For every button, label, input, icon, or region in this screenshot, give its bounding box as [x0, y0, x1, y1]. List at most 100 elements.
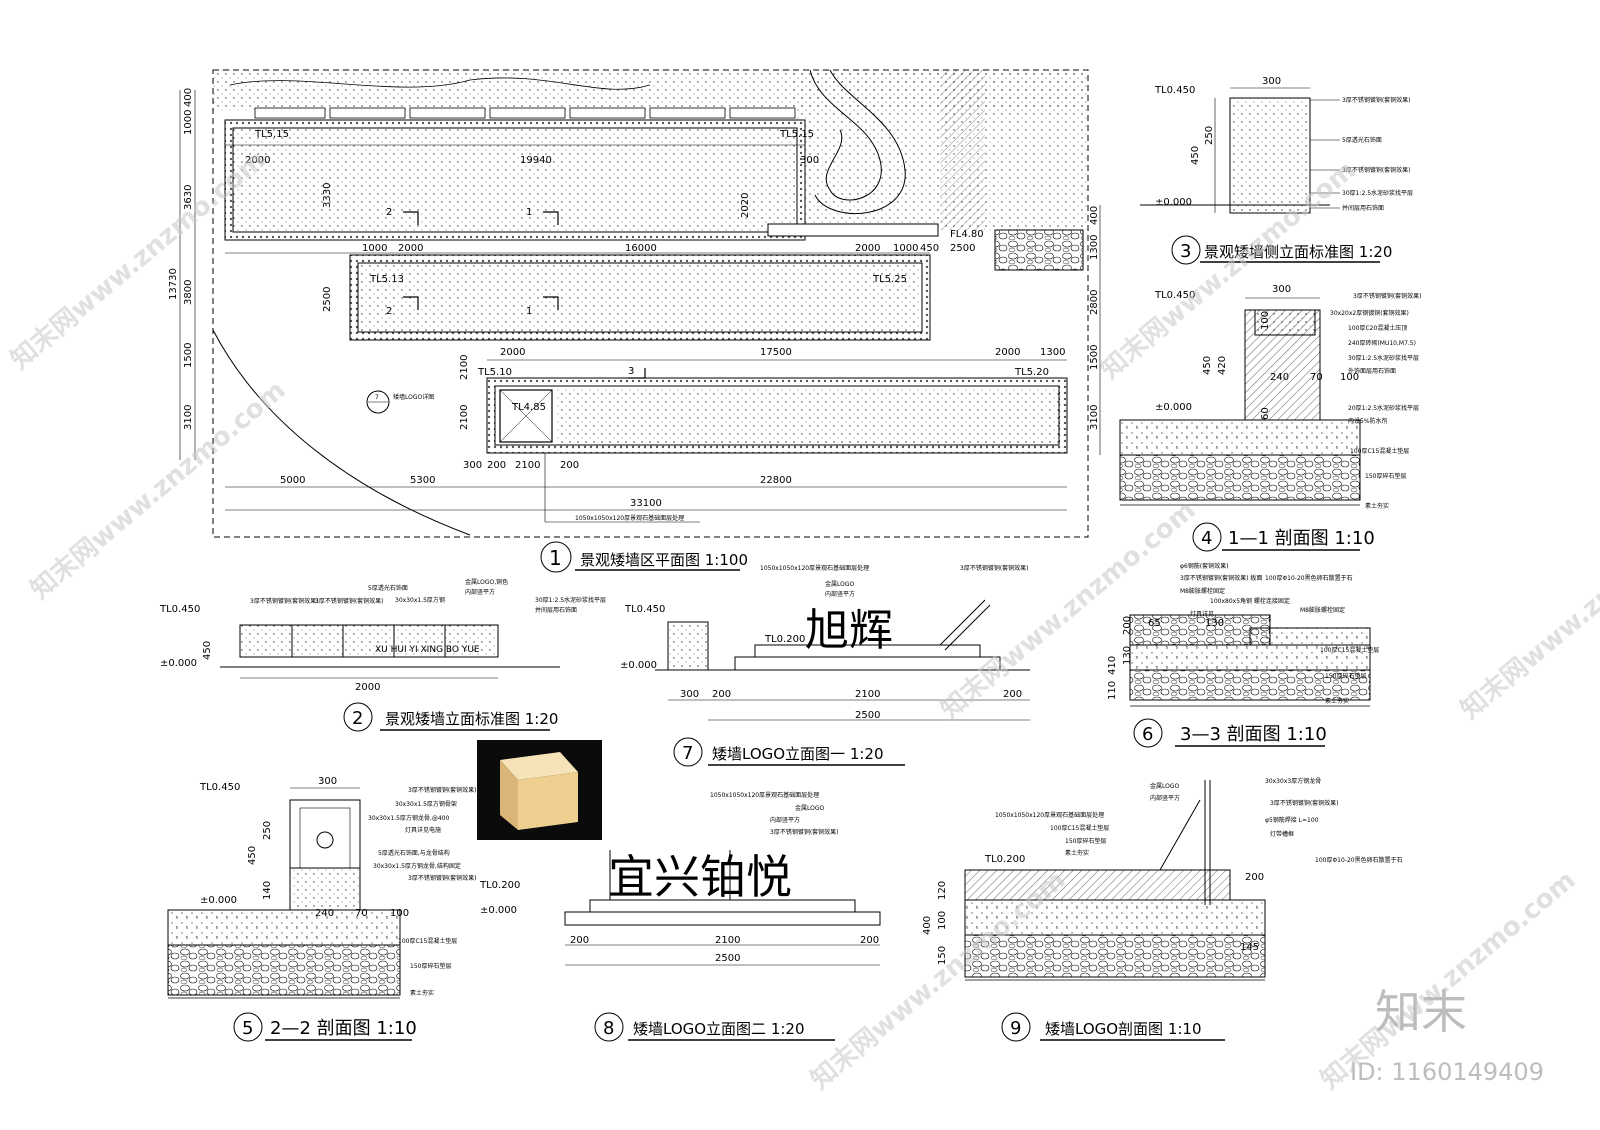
note: 20厚1:2.5水泥砂浆找平层: [1348, 404, 1419, 412]
note: 3厚不锈钢镀铜(套铜效果): [1270, 799, 1339, 807]
note: 100厚C15混凝土垫层: [1320, 646, 1379, 654]
section-mark: 1: [526, 306, 532, 317]
logo-text: 宜兴铂悦: [608, 850, 792, 904]
watermark-id: ID: 1160149409: [1350, 1058, 1544, 1086]
level-label: TL0.450: [1154, 290, 1195, 301]
dim-label: 450: [1202, 356, 1213, 375]
dim-label: 250: [1204, 126, 1215, 145]
note: 3厚不锈钢镀铜(套铜效果): [408, 874, 477, 882]
dim-label: 200: [1003, 689, 1022, 700]
note: 3厚不锈钢镀铜(套铜效果): [408, 786, 477, 794]
dim-label: 60: [1260, 407, 1271, 420]
dim-label: 2000: [995, 347, 1020, 358]
note: 素土夯实: [1325, 697, 1349, 705]
note: 内部竖平方: [1150, 794, 1180, 802]
detail-7-logo-elevation: 旭辉 TL0.450 TL0.200 ±0.000 300 200 2100 2…: [620, 564, 1030, 767]
callout-no: 7: [375, 394, 379, 401]
note: 金属LOGO: [825, 580, 855, 588]
dim-label: 130: [1122, 646, 1133, 665]
note: 内部竖平方: [770, 816, 800, 824]
note: 灯具详见: [1190, 610, 1214, 618]
level-label: ±0.000: [1155, 197, 1192, 208]
note: 3厚不锈钢镀铜(套铜效果): [250, 597, 319, 605]
drawing-number: 1: [549, 546, 562, 570]
dim-label: 300: [463, 460, 482, 471]
note: 并间层用石饰面: [535, 606, 577, 614]
drawing-title: 3—3 剖面图 1:10: [1180, 724, 1327, 745]
dim-label: 200: [712, 689, 731, 700]
dim-label: 1300: [1040, 347, 1065, 358]
dim-label: 100: [1340, 372, 1359, 383]
note: 内部竖平方: [465, 588, 495, 596]
level-label: TL0.200: [984, 854, 1025, 865]
dim-label: 250: [262, 821, 273, 840]
note: 5厚透光石饰面: [1342, 136, 1382, 144]
note: 3厚不锈钢镀铜(套铜效果): [1342, 96, 1411, 104]
dim-label: 100: [390, 908, 409, 919]
drawing-title: 矮墙LOGO剖面图 1:10: [1045, 1020, 1202, 1038]
note: 5厚透光石饰面,与龙骨结构: [378, 849, 450, 857]
level-label: ±0.000: [620, 660, 657, 671]
level-label: TL5.10: [477, 367, 512, 378]
logo-callout: 矮墙LOGO详图: [393, 393, 434, 401]
note: 100厚C15混凝土垫层: [1050, 824, 1109, 832]
dim-label: 400: [1089, 206, 1100, 225]
drawing-number: 5: [242, 1018, 253, 1039]
dim-label: 2500: [322, 287, 333, 312]
dim-label: 200: [570, 935, 589, 946]
note: 1050x1050x120厚景观石基础面层处理: [995, 811, 1104, 819]
dim-label: 300: [680, 689, 699, 700]
level-label: TL5.20: [1014, 367, 1049, 378]
dim-label: 150: [937, 946, 948, 965]
dim-label: 1000: [362, 243, 387, 254]
dim-label: 400: [922, 916, 933, 935]
dim-label: 300: [1272, 284, 1291, 295]
dim-label: 100: [937, 911, 948, 930]
dim-label: 3630: [183, 185, 194, 210]
level-label: ±0.000: [160, 658, 197, 669]
note: 5厚透光石饰面: [368, 584, 408, 592]
logo-text: 旭辉: [805, 605, 893, 656]
drawing-number: 8: [603, 1018, 614, 1039]
plan-drawing: 2 1 2 1 3 TL5.15 TL5.15 TL5.13 TL5.25 TL…: [168, 69, 1101, 573]
section-mark: 3: [628, 366, 634, 377]
note: 30x30x1.5厚方钢龙骨,@400: [368, 814, 449, 822]
dim-label: 300: [1262, 76, 1281, 87]
note: 30x30x1.5厚方钢龙骨,结构固定: [373, 862, 461, 870]
watermark-site: 知末网www.znzmo.com: [1095, 155, 1361, 385]
dim-label: 2800: [1089, 290, 1100, 315]
dim-label: 19940: [520, 155, 552, 166]
dim-label: 1500: [1089, 345, 1100, 370]
note: 240厚砖砌(MU10,M7.5): [1348, 339, 1416, 347]
level-label: TL0.200: [479, 880, 520, 891]
dim-label: 1000: [183, 110, 194, 135]
dim-total: 2000: [355, 682, 380, 693]
note: 1050x1050x120厚景观石基础面层处理: [710, 791, 819, 799]
drawing-number: 3: [1180, 241, 1191, 262]
drawing-title: 景观矮墙侧立面标准图 1:20: [1204, 243, 1392, 261]
dim-label: 140: [262, 881, 273, 900]
dim-total: 2500: [855, 710, 880, 721]
dim-label: 120: [937, 881, 948, 900]
dim-label: 240: [315, 908, 334, 919]
note: 100厚C20混凝土压顶: [1348, 324, 1407, 332]
dim-label: 300: [800, 155, 819, 166]
drawing-title: 景观矮墙区平面图 1:100: [580, 551, 748, 569]
dim-label: 70: [1310, 372, 1323, 383]
detail-6-section: 410 200 130 65 130 110 φ6钢筋(套铜效果) 3厚不锈钢镀…: [1107, 562, 1379, 748]
note: M8膨胀螺栓固定: [1180, 587, 1225, 595]
dim-label: 200: [487, 460, 506, 471]
note: 30厚1:2.5水泥砂浆找平层: [1348, 354, 1419, 362]
dim-label: 450: [202, 641, 213, 660]
level-label: ±0.000: [200, 895, 237, 906]
note: 3厚不锈钢镀铜(套铜效果) 板面: [1180, 574, 1262, 582]
level-label: TL0.450: [1154, 85, 1195, 96]
detail-8-logo-elevation: 宜兴铂悦 TL0.200 ±0.000 200 2100 200 2500 10…: [479, 791, 881, 1042]
level-label: ±0.000: [480, 905, 517, 916]
drawing-number: 2: [352, 708, 363, 729]
note: 30厚1:2.5水泥砂浆找平层: [1342, 189, 1413, 197]
detail-9-logo-section: TL0.200 120 100 400 150 200 145 金属LOGO 内…: [922, 777, 1403, 1042]
dim-label: 240: [1270, 372, 1289, 383]
detail-5-section: 300 TL0.450 ±0.000 250 450 140 240 70 10…: [167, 776, 477, 1042]
dim-label: 200: [1122, 616, 1133, 635]
